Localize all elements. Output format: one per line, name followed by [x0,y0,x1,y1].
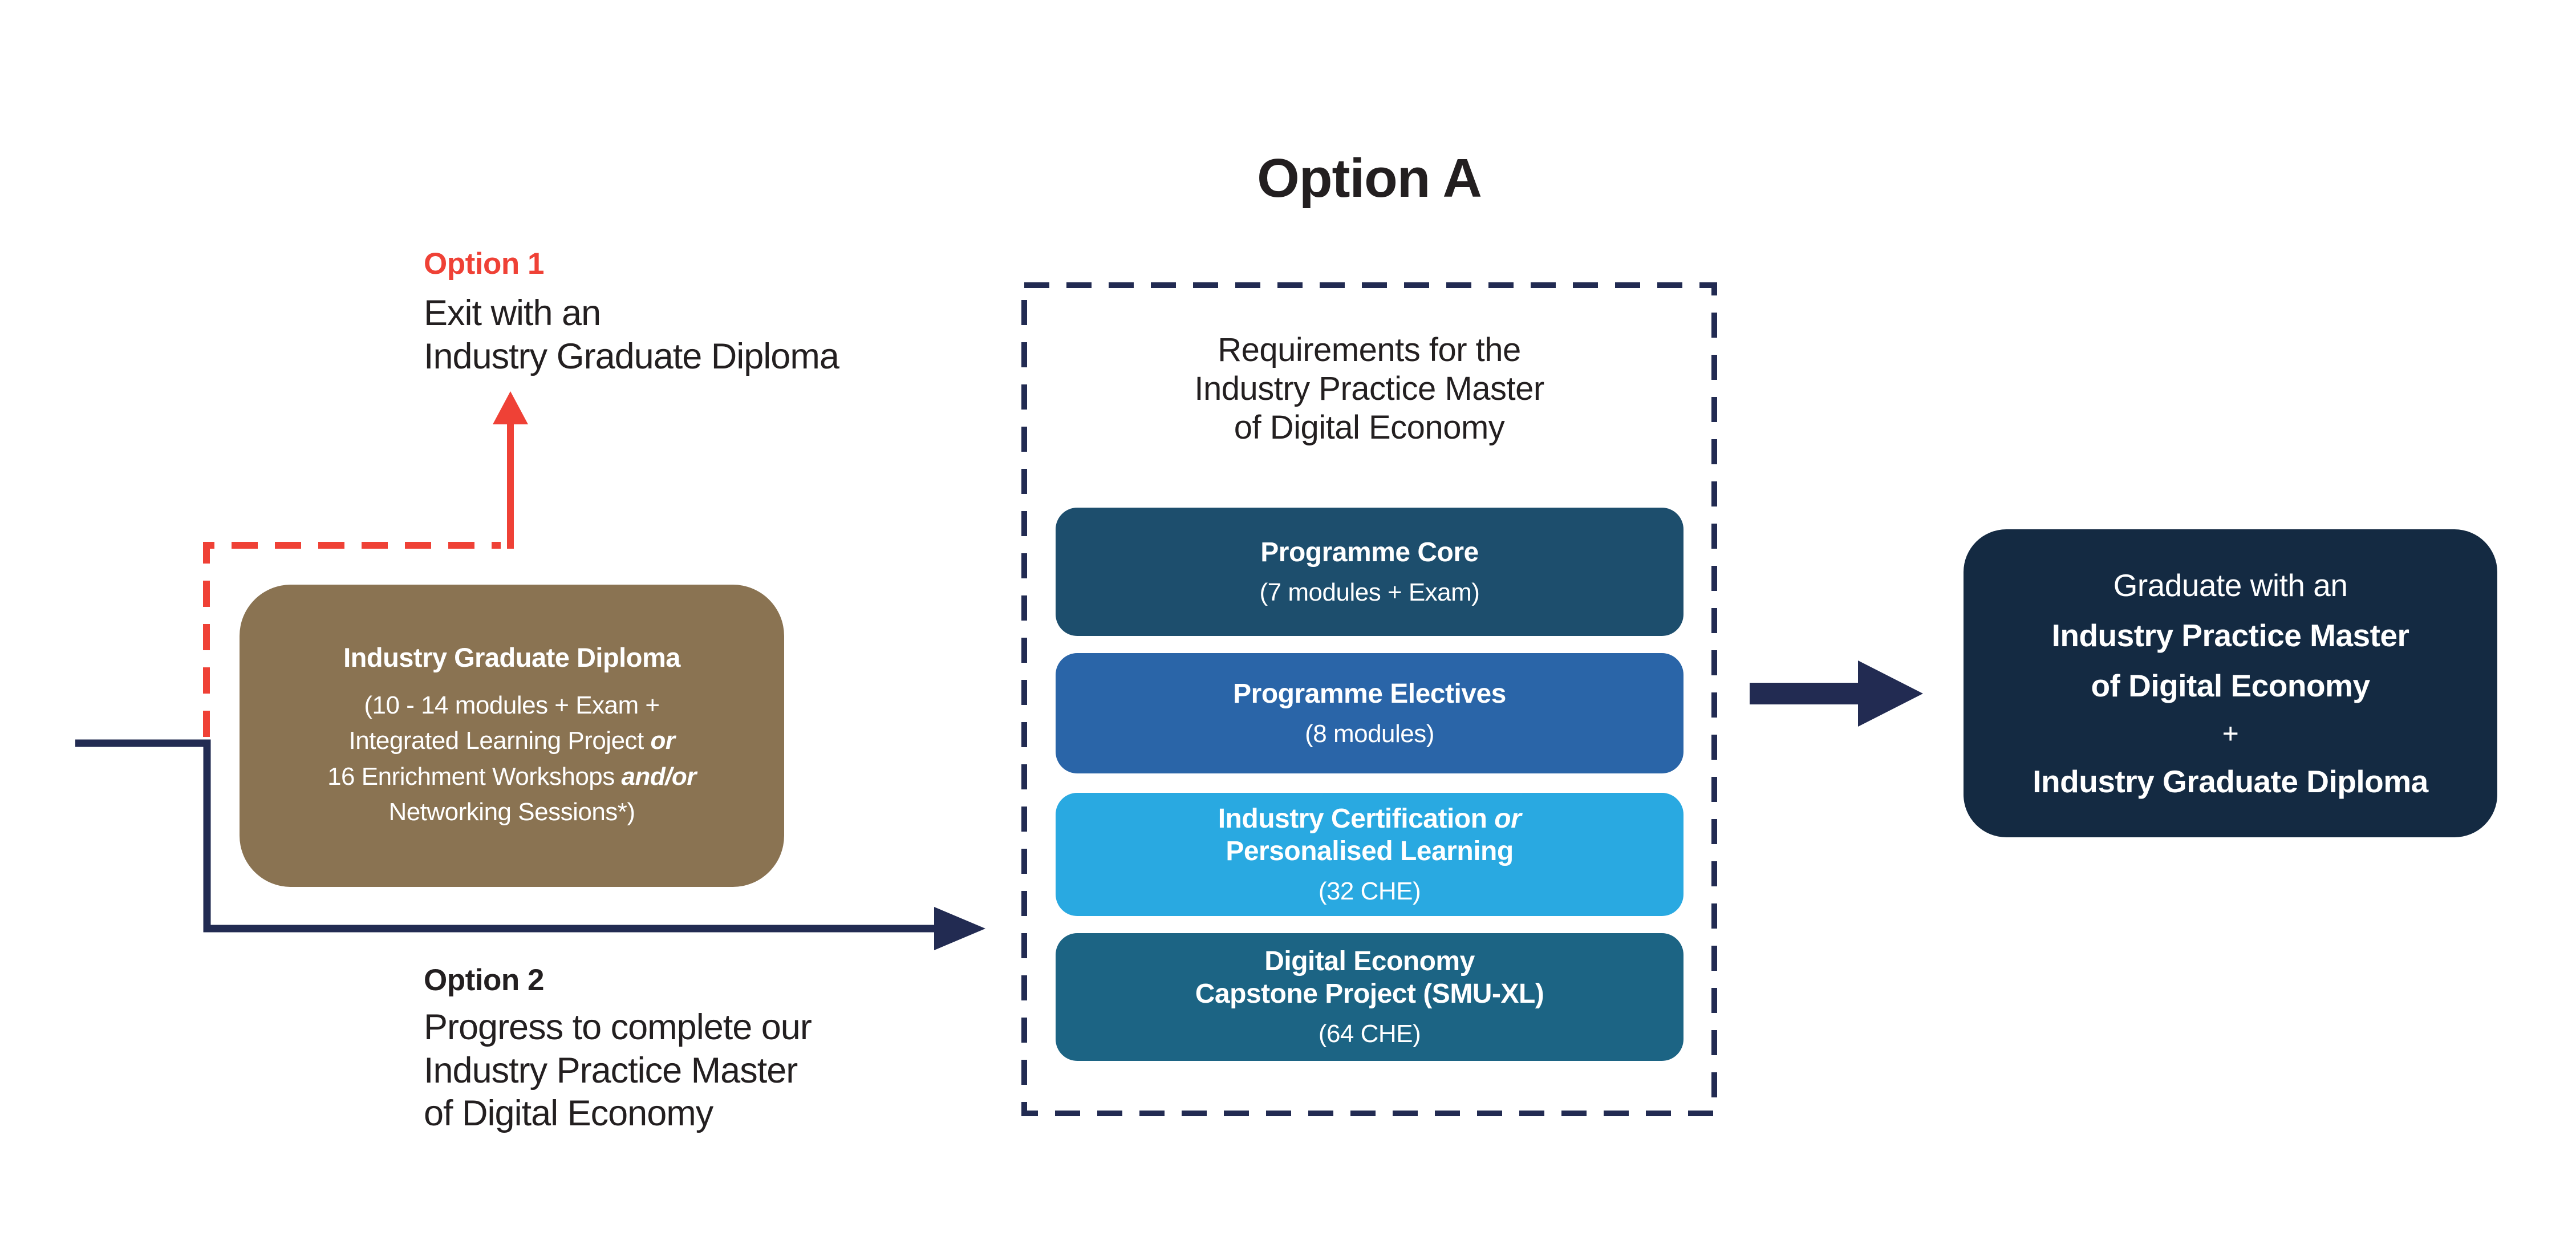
requirements-dashed-border [1021,282,1717,1116]
module-subtitle: (64 CHE) [1318,1019,1421,1048]
requirements-heading-line3: of Digital Economy [1234,408,1505,446]
diploma-box-line4: Networking Sessions*) [388,797,635,826]
module-subtitle: (8 modules) [1305,719,1434,748]
module-subtitle: (32 CHE) [1318,877,1421,905]
outcome-line4: Industry Graduate Diploma [2033,764,2428,799]
requirements-heading: Requirements for the Industry Practice M… [1024,331,1714,447]
module-title-line2: Capstone Project (SMU-XL) [1195,979,1544,1009]
option2-line3: of Digital Economy [424,1093,713,1134]
option2-line2: Industry Practice Master [424,1050,798,1091]
diploma-box-title: Industry Graduate Diploma [343,642,680,672]
option2-description: Progress to complete our Industry Practi… [424,1006,812,1136]
graduate-outcome-box: Graduate with an Industry Practice Maste… [1964,529,2497,837]
module-title: Industry Certification or [1218,803,1522,836]
diploma-box-line2-emphasis: or [650,727,676,755]
option1-description: Exit with an Industry Graduate Diploma [424,292,839,378]
option1-dashed-path [203,542,501,737]
requirements-heading-line1: Requirements for the [1218,331,1521,368]
outcome-line1: Graduate with an [2113,568,2348,603]
module-programme-core: Programme Core (7 modules + Exam) [1056,508,1683,636]
option1-label: Option 1 [424,247,544,281]
outcome-line3: of Digital Economy [2091,668,2370,703]
diploma-box-line3-text: 16 Enrichment Workshops [327,762,622,791]
module-title: Digital Economy [1264,946,1475,977]
option1-line2: Industry Graduate Diploma [424,336,839,376]
option2-arrowhead-icon [934,907,985,950]
industry-graduate-diploma-box: Industry Graduate Diploma (10 - 14 modul… [240,585,784,887]
diploma-box-line3-emphasis: and/or [621,762,696,791]
diploma-box-line3: 16 Enrichment Workshops and/or [327,759,696,795]
option1-arrowhead-icon [493,391,528,424]
module-capstone-project: Digital Economy Capstone Project (SMU-XL… [1056,933,1683,1061]
option2-path-line [75,739,942,933]
module-title: Programme Core [1260,537,1479,568]
outcome-line2: Industry Practice Master [2051,618,2409,653]
module-subtitle: (7 modules + Exam) [1259,578,1480,606]
option2-label: Option 2 [424,963,544,997]
module-title-line2: Personalised Learning [1226,836,1514,866]
diploma-box-line1: (10 - 14 modules + Exam + [364,691,660,719]
outcome-plus: + [2222,718,2239,749]
module-title-emphasis: or [1494,804,1522,834]
option1-line1: Exit with an [424,293,601,333]
module-title: Programme Electives [1233,679,1506,710]
module-programme-electives: Programme Electives (8 modules) [1056,653,1683,773]
outcome-arrow-icon [1750,660,1923,727]
diploma-box-line2: Integrated Learning Project or [348,723,675,759]
page-title: Option A [1257,148,1482,209]
requirements-heading-line2: Industry Practice Master [1194,370,1544,407]
option2-line1: Progress to complete our [424,1007,812,1047]
module-title-text: Industry Certification [1218,804,1495,834]
diploma-box-line2-text: Integrated Learning Project [348,727,651,755]
module-industry-certification: Industry Certification or Personalised L… [1056,793,1683,916]
